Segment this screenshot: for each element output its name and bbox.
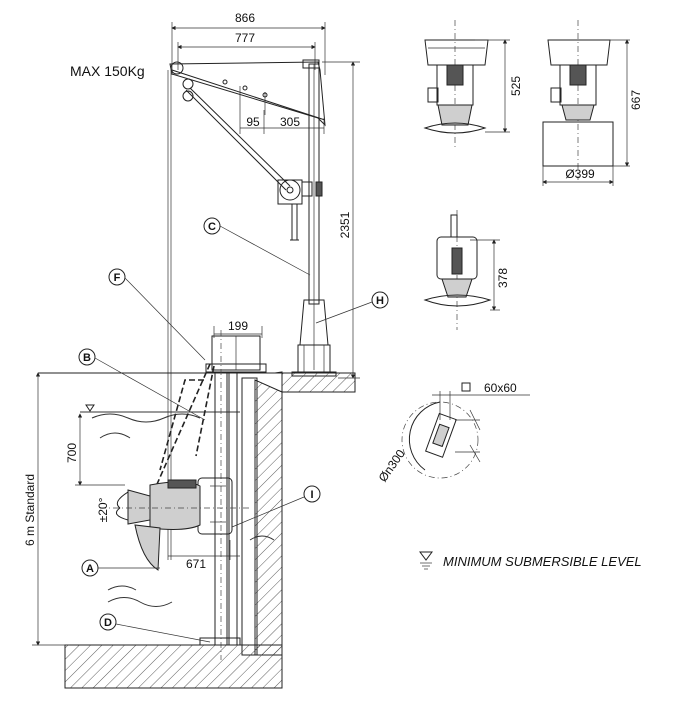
svg-text:B: B [83, 352, 91, 364]
dim-305-label: 305 [280, 115, 300, 129]
water-level-icon [419, 551, 433, 561]
callout-A: A [81, 559, 160, 577]
tank-dimensions: 700 ±20° 671 6 m Standard 199 [23, 319, 263, 646]
dim-525-label: 525 [509, 76, 523, 96]
dim-6m-label: 6 m Standard [23, 474, 37, 546]
svg-text:A: A [86, 563, 94, 575]
boom-dimensions: 95 305 [239, 110, 325, 134]
legend-label: MINIMUM SUBMERSIBLE LEVEL [443, 554, 642, 569]
detail-view-bracket: 60x60 Øn300 [376, 381, 530, 484]
detail-view-378: 378 [423, 210, 510, 330]
dim-667-label: 667 [629, 90, 643, 110]
callout-D: D [99, 613, 211, 643]
dim-2351: 2351 [322, 61, 360, 379]
dim-199-label: 199 [228, 319, 248, 333]
dim-866-label: 866 [235, 11, 255, 25]
dim-378-label: 378 [496, 268, 510, 288]
detail-view-525: 525 [423, 20, 523, 150]
svg-text:F: F [114, 272, 121, 284]
top-dimensions: 866 777 [171, 11, 326, 75]
svg-text:H: H [376, 295, 384, 307]
guide-rail [149, 330, 267, 660]
legend-min-level: MINIMUM SUBMERSIBLE LEVEL [419, 551, 642, 570]
dim-2351-label: 2351 [338, 211, 352, 238]
dim-95-label: 95 [246, 115, 260, 129]
detail-view-667: 667 Ø399 [542, 20, 643, 186]
callout-F: F [108, 268, 206, 361]
svg-text:C: C [208, 221, 216, 233]
dim-671-label: 671 [186, 557, 206, 571]
callout-I: I [231, 485, 321, 528]
submersible-mixer [100, 477, 250, 571]
callouts: F B C H I A D [78, 217, 389, 643]
dim-300-label: Øn300 [376, 447, 408, 485]
dim-700-label: 700 [65, 443, 79, 463]
dim-777-label: 777 [235, 31, 255, 45]
callout-H: H [315, 291, 389, 324]
dim-60x60-label: 60x60 [484, 381, 517, 395]
svg-text:D: D [104, 617, 112, 629]
svg-text:I: I [310, 489, 313, 501]
callout-B: B [78, 348, 206, 421]
dim-20deg-label: ±20° [96, 497, 110, 522]
dim-399-label: Ø399 [565, 167, 595, 181]
tank-structure [38, 371, 356, 689]
max-load-label: MAX 150Kg [70, 63, 145, 79]
callout-C: C [203, 217, 311, 276]
